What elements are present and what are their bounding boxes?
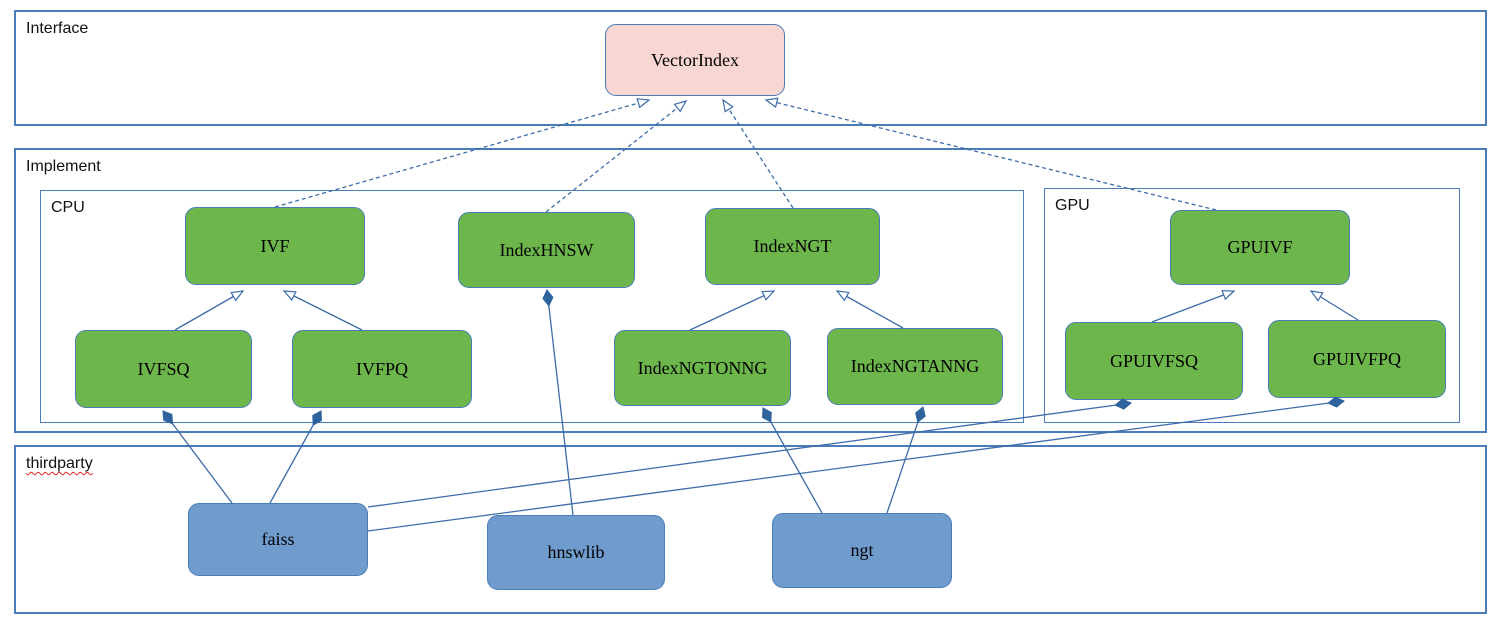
node-indexngtonng: IndexNGTONNG — [614, 330, 791, 406]
node-gpuivfsq-label: GPUIVFSQ — [1109, 350, 1199, 371]
node-ngt: ngt — [772, 513, 952, 588]
node-gpuivfpq-label: GPUIVFPQ — [1312, 348, 1402, 369]
node-indexhnsw: IndexHNSW — [458, 212, 635, 288]
implement-container-label: Implement — [26, 158, 101, 175]
cpu-container-label: CPU — [51, 199, 85, 216]
node-gpuivfsq: GPUIVFSQ — [1065, 322, 1243, 400]
node-ivf: IVF — [185, 207, 365, 285]
node-hnswlib-label: hnswlib — [547, 542, 605, 562]
node-faiss-label: faiss — [261, 529, 295, 549]
gpu-container-label: GPU — [1055, 197, 1090, 214]
node-indexngtanng: IndexNGTANNG — [827, 328, 1003, 405]
thirdparty-container-label: thirdparty — [26, 455, 93, 472]
node-ivfpq-label: IVFPQ — [355, 358, 408, 379]
interface-container-label: Interface — [26, 20, 89, 37]
node-gpuivf: GPUIVF — [1170, 210, 1350, 285]
node-ivfsq-label: IVFSQ — [137, 358, 190, 379]
node-gpuivf-label: GPUIVF — [1227, 237, 1293, 257]
node-indexngt: IndexNGT — [705, 208, 880, 285]
node-faiss: faiss — [188, 503, 368, 576]
node-indexngtanng-label: IndexNGTANNG — [850, 356, 980, 376]
node-vectorindex-label: VectorIndex — [651, 49, 739, 70]
node-ivfpq: IVFPQ — [292, 330, 472, 408]
node-indexngt-label: IndexNGT — [753, 236, 832, 256]
node-vectorindex: VectorIndex — [605, 24, 785, 96]
node-ivf-label: IVF — [260, 235, 290, 256]
node-ivfsq: IVFSQ — [75, 330, 252, 408]
node-indexhnsw-label: IndexHNSW — [499, 239, 594, 260]
node-gpuivfpq: GPUIVFPQ — [1268, 320, 1446, 398]
node-indexngtonng-label: IndexNGTONNG — [637, 357, 768, 378]
node-hnswlib: hnswlib — [487, 515, 665, 590]
node-ngt-label: ngt — [850, 540, 874, 560]
